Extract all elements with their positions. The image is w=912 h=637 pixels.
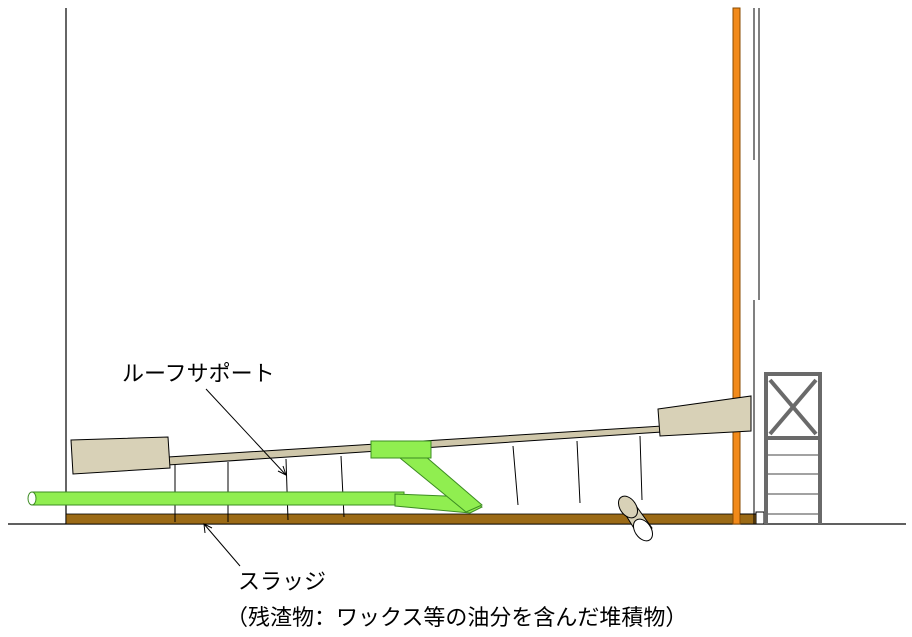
scaffold-rungs xyxy=(768,454,818,515)
roof-pontoon-right xyxy=(657,395,752,437)
roof-support-arrowhead xyxy=(277,465,287,476)
sludge-layer xyxy=(65,513,759,525)
roof-support-label: ルーフサポート xyxy=(122,362,275,387)
sludge-note-label: （残渣物：ワックス等の油分を含んだ堆積物） xyxy=(226,606,687,631)
vertical-pipe xyxy=(732,7,741,525)
fallen-pipe xyxy=(617,495,654,542)
roof-support-leader xyxy=(205,388,287,476)
right-foot-bracket xyxy=(755,511,765,525)
drain-pipe xyxy=(27,440,483,514)
scaffold-tower xyxy=(764,372,822,524)
sludge-label: スラッジ xyxy=(238,570,326,595)
roof-pontoon-left xyxy=(70,436,171,475)
sludge-arrowhead xyxy=(203,523,213,534)
sludge-leader xyxy=(203,523,241,567)
